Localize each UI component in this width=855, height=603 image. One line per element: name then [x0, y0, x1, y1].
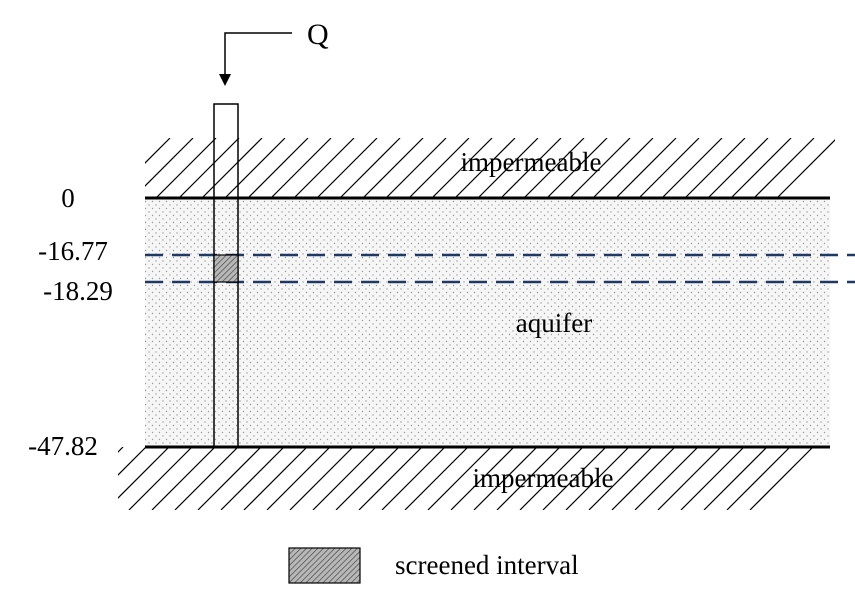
aquifer-layer — [145, 198, 830, 447]
legend-label: screened interval — [395, 550, 579, 580]
hatch-line — [661, 138, 723, 198]
hatch-line — [615, 138, 677, 198]
hatch-line — [316, 138, 378, 198]
hatch-line — [270, 138, 332, 198]
hatch-line — [243, 447, 308, 510]
hatch-line — [638, 138, 700, 198]
hatch-line — [155, 138, 217, 198]
hatch-line — [385, 138, 447, 198]
top-layer-label: impermeable — [461, 147, 602, 177]
hatch-line — [381, 447, 446, 510]
hatch-line — [312, 447, 377, 510]
hatch-line — [224, 138, 286, 198]
hatch-line — [496, 447, 561, 510]
hatch-line — [151, 447, 216, 510]
depth-label-2: -18.29 — [43, 276, 113, 306]
aquifer-label: aquifer — [516, 308, 592, 338]
hatch-line — [293, 138, 355, 198]
hatch-line — [220, 447, 285, 510]
hatch-line — [178, 138, 240, 198]
depth-label-0: 0 — [61, 183, 75, 213]
hatch-line — [145, 138, 171, 164]
hatch-line — [118, 447, 147, 476]
hatch-line — [128, 447, 193, 510]
hatch-line — [431, 138, 493, 198]
hatch-line — [339, 138, 401, 198]
hatch-line — [776, 139, 835, 198]
hatch-line — [247, 138, 309, 198]
hatch-line — [588, 447, 653, 510]
hatch-line — [703, 447, 768, 510]
hatch-line — [289, 447, 354, 510]
hatch-line — [707, 138, 769, 198]
hatch-line — [730, 138, 792, 198]
flow-label: Q — [307, 18, 329, 51]
hatch-line — [684, 138, 746, 198]
hatch-line — [358, 447, 423, 510]
hatch-line — [427, 447, 492, 510]
hatch-line — [174, 447, 239, 510]
depth-label-1: -16.77 — [38, 236, 108, 266]
depth-label-3: -47.82 — [28, 431, 98, 461]
hatch-line — [542, 447, 607, 510]
hatch-line — [266, 447, 331, 510]
hatch-line — [726, 447, 791, 510]
hatch-line — [523, 138, 585, 198]
hatch-line — [473, 447, 538, 510]
hatch-line — [404, 447, 469, 510]
hatch-line — [500, 138, 562, 198]
top-impermeable-hatch — [145, 138, 835, 198]
hatch-line — [592, 138, 654, 198]
hatch-line — [565, 447, 630, 510]
hatch-line — [454, 138, 516, 198]
hatch-line — [450, 447, 515, 510]
hatch-line — [201, 138, 263, 198]
hatch-line — [611, 447, 676, 510]
hatch-line — [657, 447, 722, 510]
well-screen — [213, 254, 239, 283]
hatch-line — [519, 447, 584, 510]
pumping-arrow-head — [219, 74, 231, 86]
hatch-line — [569, 138, 631, 198]
hatch-line — [753, 138, 815, 198]
hatch-line — [634, 447, 699, 510]
hatch-line — [362, 138, 424, 198]
hatch-line — [408, 138, 470, 198]
pumping-arrow-line — [224, 32, 292, 76]
legend-swatch — [288, 547, 361, 584]
bottom-impermeable-hatch — [118, 447, 814, 510]
hatch-line — [197, 447, 262, 510]
hatch-line — [680, 447, 745, 510]
hatch-line — [546, 138, 608, 198]
hatch-line — [477, 138, 539, 198]
hatch-line — [335, 447, 400, 510]
hatch-line — [145, 138, 194, 187]
hatch-line — [749, 447, 814, 510]
bottom-layer-label: impermeable — [473, 463, 614, 493]
hatch-line — [118, 447, 170, 499]
